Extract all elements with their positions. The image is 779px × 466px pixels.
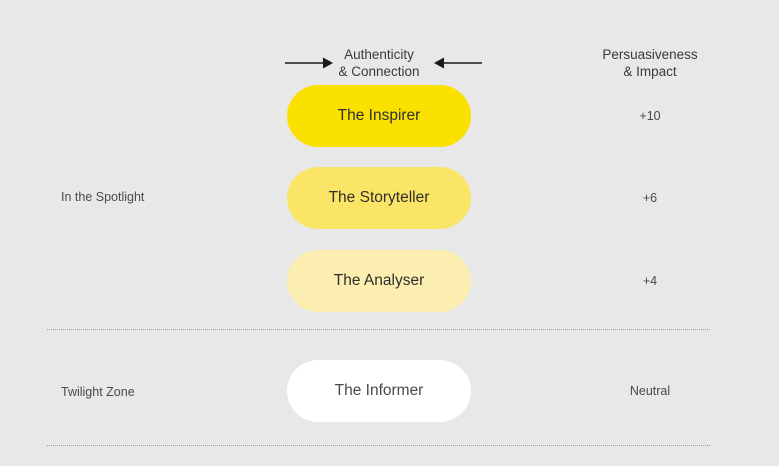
persona-pill-label: The Inspirer xyxy=(337,107,421,124)
persona-pill-informer[interactable]: The Informer xyxy=(287,360,471,422)
arrow-left-icon xyxy=(434,56,482,70)
persona-pill-label: The Analyser xyxy=(333,272,425,289)
chart-header: Authenticity & Connection Persuasiveness… xyxy=(0,22,779,79)
axis-label-authenticity-line1: Authenticity xyxy=(344,47,414,62)
persona-pill-analyser[interactable]: The Analyser xyxy=(287,250,471,312)
axis-label-authenticity: Authenticity & Connection xyxy=(287,46,471,80)
axis-label-persuasiveness: Persuasiveness & Impact xyxy=(574,46,726,80)
axis-label-authenticity-line2: & Connection xyxy=(338,64,420,79)
section-divider-bottom xyxy=(47,445,710,447)
persona-pill-label: The Storyteller xyxy=(328,189,430,206)
group-label-spotlight: In the Spotlight xyxy=(61,190,145,204)
score-value-analyser: +4 xyxy=(642,274,658,288)
group-label-twilight: Twilight Zone xyxy=(61,385,135,399)
score-value-inspirer: +10 xyxy=(639,109,661,123)
section-divider-top xyxy=(47,329,710,331)
score-value-informer: Neutral xyxy=(629,384,671,398)
table-row: The Storyteller +6 xyxy=(0,167,779,229)
arrow-right-icon xyxy=(285,56,333,70)
table-row: The Analyser +4 xyxy=(0,250,779,312)
axis-label-persuasiveness-line2: & Impact xyxy=(623,64,677,79)
persona-pill-inspirer[interactable]: The Inspirer xyxy=(287,85,471,147)
table-row: The Inspirer +10 xyxy=(0,85,779,147)
score-value-storyteller: +6 xyxy=(642,191,658,205)
persona-pill-storyteller[interactable]: The Storyteller xyxy=(287,167,471,229)
persona-pill-label: The Informer xyxy=(334,382,424,399)
axis-label-persuasiveness-line1: Persuasiveness xyxy=(602,47,698,62)
table-row: The Informer Neutral xyxy=(0,360,779,422)
